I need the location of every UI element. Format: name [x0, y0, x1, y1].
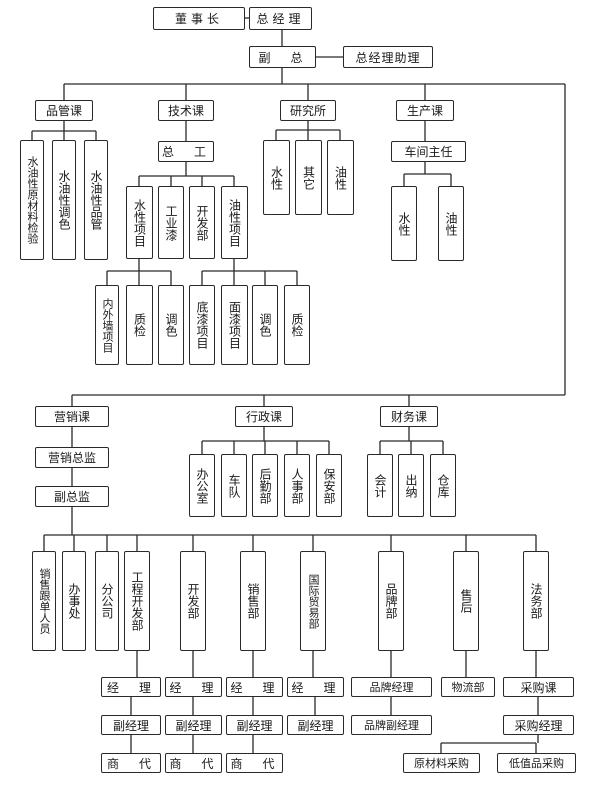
box-brand-dm: 品牌副经理 — [351, 715, 432, 735]
box-qc-dept: 品管课 — [35, 100, 93, 121]
box-agent-dev: 商 代 — [165, 753, 222, 773]
box-mgr-intl: 经 理 — [287, 677, 344, 697]
box-deputy-director: 副总监 — [35, 486, 109, 507]
box-sales-director: 营销总监 — [35, 447, 109, 468]
box-logistics-dept: 物流部 — [441, 677, 495, 697]
box-w-color: 调色 — [158, 285, 184, 365]
box-brand-dept: 品牌部 — [378, 551, 404, 651]
box-qc-product: 水油性品管 — [84, 140, 108, 260]
box-sales-dept: 营销课 — [35, 406, 109, 427]
box-branch-office: 办事处 — [62, 551, 86, 651]
box-security: 保安部 — [316, 454, 342, 517]
box-accounting: 会计 — [367, 454, 393, 517]
box-dm-sales: 副经理 — [226, 715, 283, 735]
box-finance-dept: 财务课 — [380, 406, 438, 427]
box-dev-dept-2: 开发部 — [180, 551, 206, 651]
box-admin-dept: 行政课 — [235, 406, 293, 427]
box-industrial-paint: 工业漆 — [158, 186, 184, 259]
box-legal-dept: 法务部 — [523, 551, 549, 651]
box-subsidiary: 分公司 — [95, 551, 119, 651]
box-mgr-eng: 经 理 — [101, 677, 161, 697]
box-raw-purchase: 原材料采购 — [403, 753, 480, 773]
box-dev-dept: 开发部 — [189, 186, 215, 259]
box-logistics: 后勤部 — [252, 454, 278, 517]
box-sales-followup: 销售跟单人员 — [32, 551, 56, 651]
box-r-other: 其它 — [295, 140, 322, 215]
box-dm-intl: 副经理 — [287, 715, 344, 735]
box-p-oil: 油性 — [438, 186, 464, 261]
box-chief-engineer: 总 工 — [158, 141, 214, 162]
box-warehouse: 仓库 — [430, 454, 456, 517]
box-hr: 人事部 — [284, 454, 310, 517]
box-primer-project: 底漆项目 — [189, 285, 215, 365]
box-dm-dev: 副经理 — [165, 715, 222, 735]
box-fleet: 车队 — [221, 454, 247, 517]
box-intl-trade: 国际贸易部 — [300, 551, 326, 651]
box-water-project: 水性项目 — [126, 186, 153, 259]
box-dm-eng: 副经理 — [101, 715, 161, 735]
box-sales-sub: 销售部 — [240, 551, 266, 651]
box-qc-color: 水油性调色 — [52, 140, 76, 260]
box-office: 办公室 — [189, 454, 215, 517]
box-wall-project: 内外墙项目 — [95, 285, 119, 365]
box-gm: 总经理 — [249, 7, 312, 30]
box-mgr-dev: 经 理 — [165, 677, 222, 697]
box-mgr-sales: 经 理 — [226, 677, 283, 697]
box-w-quality: 质检 — [126, 285, 153, 365]
box-low-value-purchase: 低值品采购 — [497, 753, 576, 773]
box-o-color: 调色 — [252, 285, 278, 365]
box-chairman: 董事长 — [153, 7, 245, 30]
box-brand-mgr: 品牌经理 — [351, 677, 432, 697]
box-engineering-dev: 工程开发部 — [124, 551, 150, 651]
box-after-sales: 售后 — [453, 551, 479, 651]
box-agent-sales: 商 代 — [226, 753, 283, 773]
box-cashier: 出纳 — [398, 454, 424, 517]
box-o-quality: 质检 — [284, 285, 310, 365]
box-oil-project: 油性项目 — [221, 186, 248, 259]
box-purchase-dept: 采购课 — [503, 677, 574, 697]
box-workshop-director: 车间主任 — [391, 141, 466, 162]
box-p-water: 水性 — [391, 186, 417, 261]
box-purchase-mgr: 采购经理 — [503, 715, 574, 735]
box-r-oil: 油性 — [327, 140, 354, 215]
box-tech-dept: 技术课 — [158, 100, 214, 121]
box-vgm: 副 总 — [249, 46, 316, 68]
box-qc-raw: 水油性原材料检验 — [20, 140, 44, 260]
box-agent-eng: 商 代 — [101, 753, 161, 773]
box-production: 生产课 — [396, 100, 454, 121]
box-gm-assistant: 总经理助理 — [343, 46, 433, 68]
box-r-water: 水性 — [263, 140, 290, 215]
box-research: 研究所 — [280, 100, 336, 121]
box-topcoat-project: 面漆项目 — [221, 285, 248, 365]
